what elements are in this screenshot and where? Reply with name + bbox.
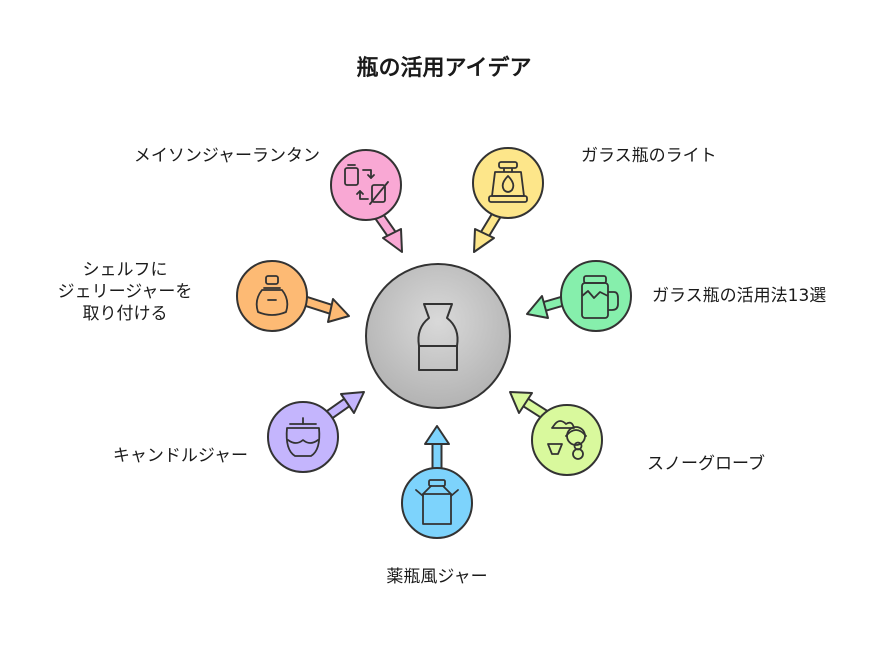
label-candle: キャンドルジャー: [112, 446, 248, 466]
milk-jar-icon: [415, 479, 459, 525]
label-mason: メイソンジャーランタン: [133, 146, 320, 166]
node-candle: [267, 401, 339, 473]
node-lamp: [472, 147, 544, 219]
label-lamp: ガラス瓶のライト: [581, 146, 717, 166]
page-title: 瓶の活用アイデア: [356, 56, 532, 81]
node-mason: [330, 149, 402, 221]
node-med: [401, 467, 473, 539]
center-node: [365, 263, 511, 409]
candle-jar-icon: [285, 417, 321, 457]
node-13: [560, 260, 632, 332]
node-snow: [531, 404, 603, 476]
jar-mug-icon: [581, 275, 619, 319]
label-med: 薬瓶風ジャー: [386, 567, 488, 587]
label-snow: スノーグローブ: [647, 454, 765, 474]
recycle-jar-icon: [344, 164, 389, 205]
honey-pot-icon: [255, 275, 289, 316]
node-shelf: [236, 260, 308, 332]
lantern-icon: [488, 161, 528, 203]
snow-globe-icon: [547, 420, 587, 460]
arrow-shelf: [299, 295, 350, 323]
vase-icon: [417, 303, 459, 371]
label-shelf: シェルフに ジェリージャーを 取り付ける: [57, 260, 193, 324]
label-13: ガラス瓶の活用法13選: [652, 286, 827, 306]
arrow-med: [424, 425, 450, 474]
